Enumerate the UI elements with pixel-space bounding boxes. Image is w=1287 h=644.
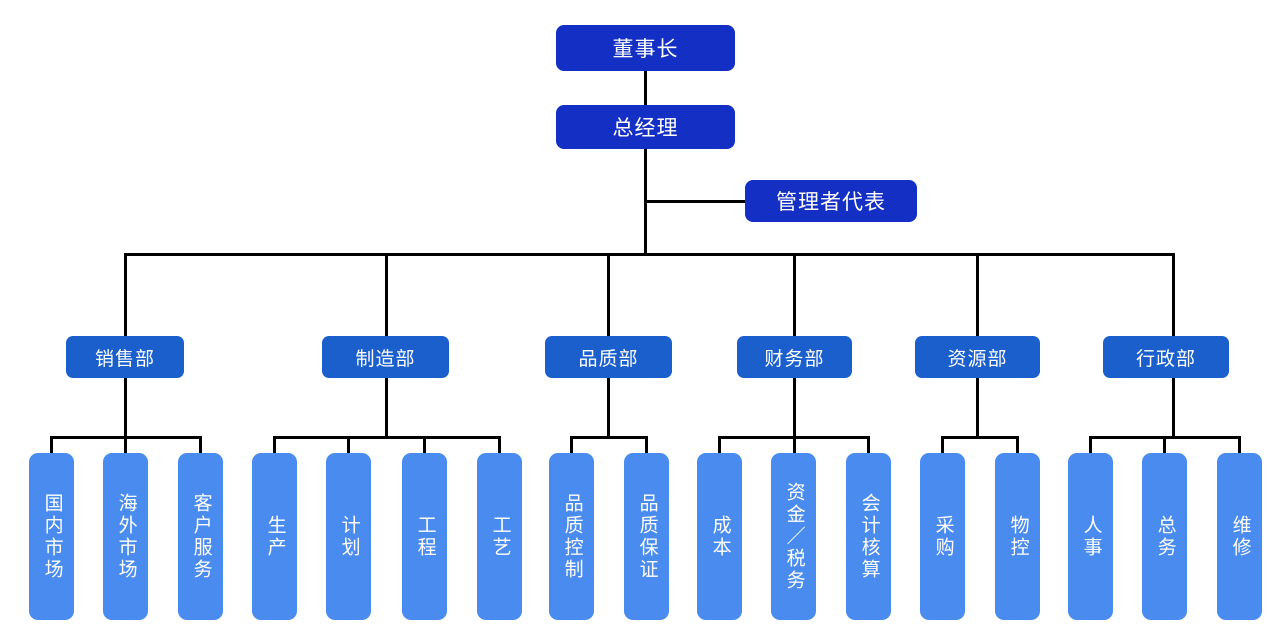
connector-administration-child-1: [1089, 436, 1092, 454]
connector-manufacturing-stem: [385, 378, 388, 438]
node-leaf-funds-tax-label: 资金／税务: [783, 481, 805, 592]
connector-finance-child-3: [867, 436, 870, 454]
node-leaf-quality-control-label: 品质控制: [561, 492, 583, 581]
connector-quality-child-2: [645, 436, 648, 454]
node-leaf-engineering[interactable]: 工程: [402, 453, 447, 620]
connector-quality-child-1: [570, 436, 573, 454]
node-leaf-customer-service[interactable]: 客户服务: [178, 453, 223, 620]
node-general-manager[interactable]: 总经理: [556, 105, 735, 149]
node-leaf-maintenance[interactable]: 维修: [1217, 453, 1262, 620]
node-leaf-overseas-market[interactable]: 海外市场: [103, 453, 148, 620]
connector-chairman-to-gm: [644, 71, 647, 105]
connector-administration-child-3: [1238, 436, 1241, 454]
node-leaf-purchasing[interactable]: 采购: [920, 453, 965, 620]
connector-drop-quality: [607, 253, 610, 336]
node-leaf-general-affairs[interactable]: 总务: [1142, 453, 1187, 620]
node-leaf-planning[interactable]: 计划: [326, 453, 371, 620]
node-leaf-purchasing-label: 采购: [932, 514, 954, 559]
node-leaf-material-control-label: 物控: [1007, 514, 1029, 559]
node-leaf-process-label: 工艺: [489, 514, 511, 559]
node-dept-administration-label: 行政部: [1135, 348, 1196, 370]
node-leaf-quality-assurance-label: 品质保证: [636, 492, 658, 581]
node-dept-administration[interactable]: 行政部: [1103, 336, 1229, 378]
node-dept-sales-label: 销售部: [94, 348, 155, 370]
node-leaf-general-affairs-label: 总务: [1154, 514, 1176, 559]
node-dept-finance-label: 财务部: [764, 348, 825, 370]
connector-drop-sales: [124, 253, 127, 336]
node-management-representative[interactable]: 管理者代表: [745, 180, 917, 222]
connector-resources-stem: [976, 378, 979, 438]
connector-drop-resources: [976, 253, 979, 336]
connector-resources-child-2: [1016, 436, 1019, 454]
connector-sales-stem: [124, 378, 127, 438]
node-dept-manufacturing[interactable]: 制造部: [322, 336, 449, 378]
node-leaf-maintenance-label: 维修: [1229, 514, 1251, 559]
node-leaf-cost-label: 成本: [709, 514, 731, 559]
connector-quality-bus: [570, 436, 648, 439]
connector-manufacturing-child-2: [347, 436, 350, 454]
node-leaf-engineering-label: 工程: [414, 514, 436, 559]
connector-finance-child-1: [718, 436, 721, 454]
node-leaf-domestic-market[interactable]: 国内市场: [29, 453, 74, 620]
node-dept-quality-label: 品质部: [578, 348, 639, 370]
node-leaf-planning-label: 计划: [338, 514, 360, 559]
node-chairman[interactable]: 董事长: [556, 25, 735, 71]
node-leaf-quality-assurance[interactable]: 品质保证: [624, 453, 669, 620]
node-leaf-human-resources-label: 人事: [1080, 514, 1102, 559]
connector-finance-child-2: [793, 436, 796, 454]
connector-drop-manufacturing: [385, 253, 388, 336]
node-leaf-material-control[interactable]: 物控: [995, 453, 1040, 620]
connector-drop-finance: [793, 253, 796, 336]
connector-sales-child-3: [199, 436, 202, 454]
node-leaf-production[interactable]: 生产: [252, 453, 297, 620]
node-dept-resources[interactable]: 资源部: [915, 336, 1040, 378]
node-leaf-funds-tax[interactable]: 资金／税务: [771, 453, 816, 620]
node-leaf-production-label: 生产: [264, 514, 286, 559]
node-dept-quality[interactable]: 品质部: [545, 336, 672, 378]
node-leaf-quality-control[interactable]: 品质控制: [549, 453, 594, 620]
node-leaf-customer-service-label: 客户服务: [190, 492, 212, 581]
connector-drop-administration: [1172, 253, 1175, 336]
connector-manufacturing-child-1: [273, 436, 276, 454]
node-leaf-human-resources[interactable]: 人事: [1068, 453, 1113, 620]
node-general-manager-label: 总经理: [612, 117, 679, 140]
connector-manufacturing-child-3: [423, 436, 426, 454]
connector-administration-child-2: [1163, 436, 1166, 454]
node-leaf-overseas-market-label: 海外市场: [115, 492, 137, 581]
node-leaf-accounting-label: 会计核算: [858, 492, 880, 581]
connector-quality-stem: [607, 378, 610, 438]
connector-gm-to-management-rep: [644, 200, 745, 203]
node-leaf-domestic-market-label: 国内市场: [41, 492, 63, 581]
node-dept-sales[interactable]: 销售部: [66, 336, 184, 378]
connector-sales-child-1: [50, 436, 53, 454]
connector-resources-child-1: [941, 436, 944, 454]
node-dept-manufacturing-label: 制造部: [355, 348, 416, 370]
node-leaf-process[interactable]: 工艺: [477, 453, 522, 620]
node-leaf-accounting[interactable]: 会计核算: [846, 453, 891, 620]
connector-manufacturing-bus: [273, 436, 501, 439]
connector-sales-child-2: [124, 436, 127, 454]
node-management-representative-label: 管理者代表: [776, 191, 886, 214]
connector-finance-stem: [793, 378, 796, 438]
node-dept-finance[interactable]: 财务部: [737, 336, 852, 378]
connector-manufacturing-child-4: [498, 436, 501, 454]
node-dept-resources-label: 资源部: [947, 348, 1008, 370]
department-bus: [124, 253, 1175, 256]
connector-resources-bus: [941, 436, 1019, 439]
node-chairman-label: 董事长: [612, 38, 679, 61]
node-leaf-cost[interactable]: 成本: [697, 453, 742, 620]
connector-administration-stem: [1172, 378, 1175, 438]
